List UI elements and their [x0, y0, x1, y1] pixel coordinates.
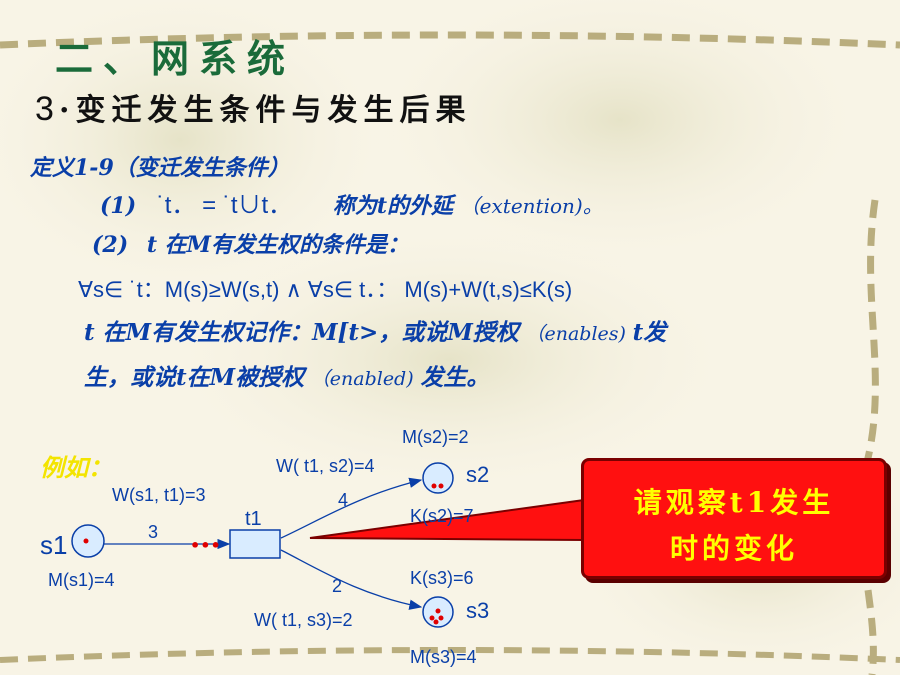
m-s1-label: M(s1)=4	[48, 570, 115, 590]
token	[429, 615, 435, 621]
token	[83, 538, 89, 544]
arc-t1-s2	[280, 477, 423, 539]
line1-prefix: (1)	[100, 193, 137, 219]
definition-line-5: 生，或说t在M被授权 （enabled) 发生。	[84, 358, 489, 392]
line2-text: t 在M有发生权的条件是：	[146, 232, 409, 258]
line1-formula: ˙t． = ˙t∪t．	[156, 192, 293, 219]
m-s2-label: M(s2)=2	[402, 427, 469, 447]
place-s2	[422, 462, 454, 494]
slide-heading: 二、网系统	[55, 36, 296, 81]
arc-weight-s1-t1: 3	[148, 522, 159, 542]
k-s2-label: K(s2)=7	[410, 506, 474, 526]
line4-tail: t发	[632, 319, 667, 346]
callout-line-2: 时的变化	[669, 532, 798, 565]
arc-weight-t1-s3: 2	[332, 576, 343, 596]
section-number: 3	[35, 90, 54, 128]
callout-box: 请观察t1发生 时的变化	[581, 458, 887, 579]
w-s1-t1-label: W(s1, t1)=3	[112, 485, 206, 505]
k-s3-label: K(s3)=6	[410, 568, 474, 588]
s3-label: s3	[466, 598, 490, 623]
line5-main: 生，或说t在M被授权	[84, 364, 305, 391]
line4-main: t 在M有发生权记作：M[t>，或说M授权	[84, 319, 519, 346]
line2-prefix: (2)	[92, 232, 129, 258]
transition-t1	[229, 529, 281, 559]
s2-label: s2	[466, 462, 490, 487]
line1-paren: （extention)。	[459, 194, 603, 218]
example-label: 例如：	[40, 453, 112, 482]
arc-weight-t1-s2: 4	[338, 490, 349, 510]
token	[435, 608, 441, 614]
definition-line-1: (1) ˙t． = ˙t∪t． 称为t的外延 （extention)。	[100, 185, 603, 220]
m-s3-label: M(s3)=4	[410, 647, 477, 667]
w-t1-s2-label: W( t1, s2)=4	[276, 456, 375, 476]
line5-enabled: （enabled)	[310, 368, 414, 390]
line1-text: 称为t的外延	[332, 193, 453, 219]
definition-line-4: t 在M有发生权记作：M[t>，或说M授权 （enables) t发	[84, 313, 666, 347]
definition-formula: ∀s∈ ˙t：M(s)≥W(s,t) ∧ ∀s∈ t．： M(s)+W(t,s)…	[78, 277, 573, 302]
section-title: ·变迁发生条件与发生后果	[59, 93, 472, 128]
t1-label: t1	[245, 508, 262, 530]
s1-label: s1	[40, 530, 68, 560]
w-t1-s3-label: W( t1, s3)=2	[254, 610, 353, 630]
token	[431, 483, 437, 489]
token	[438, 615, 444, 621]
definition-line-2: (2) t 在M有发生权的条件是：	[92, 227, 409, 259]
token-dots: •••	[190, 536, 221, 555]
token	[433, 619, 439, 625]
definition-title: 定义1-9（变迁发生条件）	[30, 155, 290, 181]
token	[438, 483, 444, 489]
line4-enables: （enables)	[525, 323, 626, 345]
line5-tail: 发生。	[420, 364, 490, 391]
section-subheading: 3 ·变迁发生条件与发生后果	[35, 85, 471, 129]
callout-line-1: 请观察t1发生	[633, 486, 835, 519]
arc-t1-s3	[280, 549, 423, 610]
